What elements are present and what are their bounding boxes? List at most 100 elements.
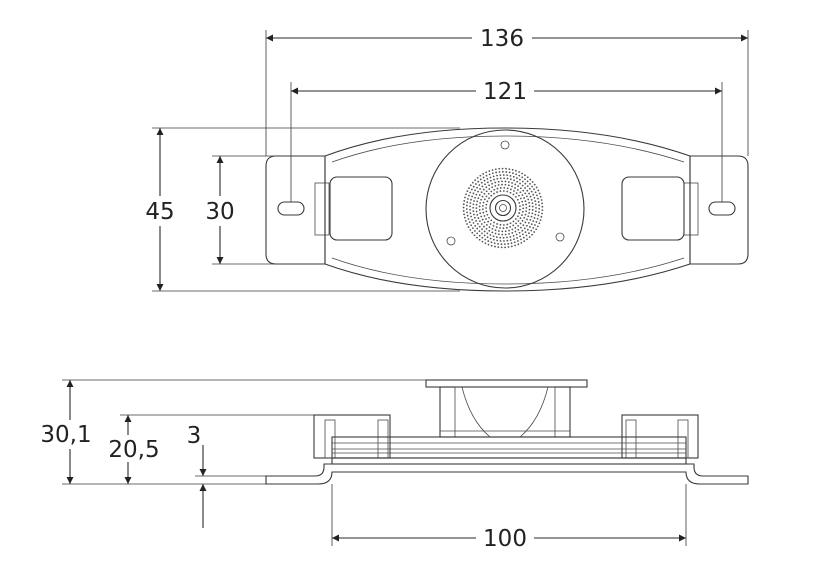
lens-dot	[512, 220, 515, 223]
lens-dot	[501, 180, 503, 183]
lens-dot	[477, 197, 480, 200]
lens-dot	[485, 171, 488, 174]
lens-dot	[519, 187, 522, 190]
lens-dot	[472, 221, 475, 224]
lens-dot	[538, 211, 540, 214]
lens-dot	[512, 234, 515, 237]
lens-dot	[465, 193, 467, 196]
lens-dot	[489, 176, 492, 179]
lens-dot	[519, 197, 522, 200]
lens-dot	[515, 192, 518, 195]
lens-dot	[511, 232, 514, 234]
left-mounting-slot	[277, 201, 305, 216]
lens-dot	[488, 197, 490, 200]
lens-dot	[529, 178, 532, 181]
lens-dot	[519, 217, 522, 220]
lens-dot	[486, 178, 489, 180]
lens-dot	[491, 227, 494, 230]
flange-outline-right	[689, 155, 749, 265]
lens-dot	[490, 244, 493, 247]
lens-dot	[528, 201, 530, 204]
lens-dot	[478, 208, 481, 211]
lens-dot	[528, 236, 531, 238]
lens-dot	[518, 171, 520, 173]
lens-dot	[526, 238, 528, 241]
lens-dot	[504, 183, 507, 186]
lens-dot	[467, 226, 470, 228]
lens-dot	[476, 222, 479, 225]
lens-dot	[524, 200, 527, 203]
lens-dot	[483, 234, 486, 237]
lens-dot	[521, 229, 524, 232]
lens-dot	[536, 225, 539, 228]
led-center	[494, 199, 512, 217]
lens-dot	[493, 192, 495, 195]
lens-dot	[504, 230, 507, 233]
lens-dot	[510, 188, 512, 191]
lens-dot	[483, 192, 486, 195]
lens-dot	[462, 210, 465, 212]
lens-dot	[514, 183, 517, 186]
lens-dot	[532, 220, 535, 223]
lens-dot	[535, 221, 538, 223]
lens-dot	[506, 174, 509, 177]
lens-dot	[497, 246, 500, 249]
lens-dot	[530, 215, 533, 218]
lens-housing	[425, 129, 585, 289]
lens-dot	[473, 234, 476, 237]
dim-flange-height: 3	[187, 423, 202, 449]
lens-dot	[512, 193, 515, 196]
lens-dot	[493, 178, 495, 181]
lens-dot	[493, 188, 496, 191]
dim-hole-spacing: 121	[483, 79, 527, 105]
lens-dot	[505, 226, 508, 229]
lens-dot	[524, 231, 527, 234]
dim-body-height: 20,5	[108, 437, 159, 463]
lens-dot	[465, 204, 468, 207]
lens-dot	[479, 188, 481, 190]
lens-dot	[469, 205, 471, 208]
lens-dot	[523, 227, 526, 230]
lens-dot	[480, 198, 482, 201]
lens-dot	[532, 193, 535, 196]
lens-dot	[525, 203, 528, 206]
lens-dot	[488, 170, 491, 172]
side-view: 30,1 20,5 3 100	[40, 379, 749, 552]
lens-dot	[516, 236, 518, 239]
lens-dot	[463, 199, 466, 202]
lens-dot	[487, 220, 490, 223]
lens-dot	[488, 229, 491, 232]
lens-dot	[466, 190, 469, 193]
lens-dot	[480, 215, 483, 218]
lens-dot	[533, 183, 536, 186]
lens-dot	[506, 190, 509, 193]
lens-dot	[513, 179, 515, 182]
lens-dot	[534, 210, 537, 213]
lens-dot	[492, 238, 495, 241]
lens-dot	[495, 171, 498, 174]
lens-dot	[513, 238, 515, 241]
lens-dot	[506, 177, 509, 180]
lens-dot	[524, 178, 526, 181]
lens-dot	[521, 210, 524, 213]
lens-dot	[509, 225, 512, 228]
lens-dot	[496, 239, 499, 242]
lens-dot	[519, 235, 521, 238]
lens-dot	[467, 197, 469, 200]
lens-dot	[484, 183, 486, 186]
lens-dot	[487, 240, 490, 242]
lens-dot	[531, 202, 534, 205]
lens-dot	[462, 206, 465, 209]
lens-dot	[503, 243, 506, 246]
lens-dot	[486, 232, 489, 235]
lens-dot	[525, 210, 528, 213]
lens-dot	[466, 201, 469, 204]
lens-dot	[518, 231, 521, 234]
lens-dot	[501, 183, 503, 186]
lens-dot	[516, 177, 518, 179]
lens-dot	[491, 169, 494, 171]
lens-dot	[531, 209, 534, 211]
lens-dot	[527, 215, 530, 218]
lens-dot	[507, 242, 510, 245]
lens-dot	[506, 223, 509, 226]
